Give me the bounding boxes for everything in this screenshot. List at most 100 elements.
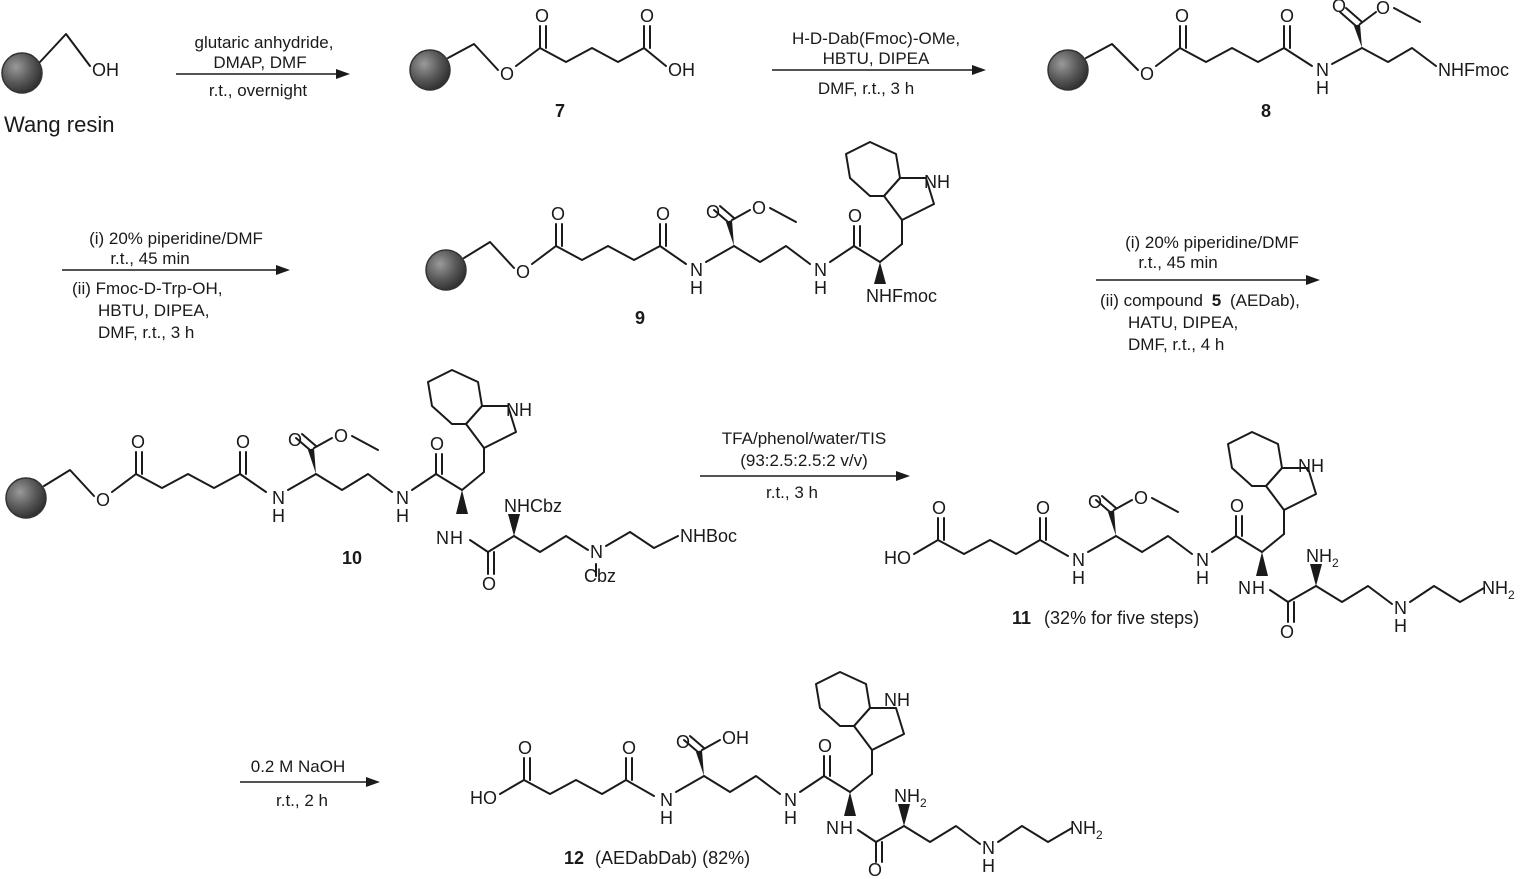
secondary-n-label: N: [1394, 598, 1407, 618]
indole-nh-label: NH: [1298, 456, 1324, 476]
amide2-n-label: N: [784, 790, 797, 810]
nhfmoc-label: NHFmoc: [866, 286, 937, 306]
dab-nh2-label: NH2: [1306, 546, 1339, 570]
amide-o-label: O: [1280, 6, 1294, 26]
trp-carbonyl-o-label: O: [848, 206, 862, 226]
resin-bead-icon: [425, 249, 467, 291]
carbonyl-o-label: O: [131, 432, 145, 452]
tertiary-n-label: N: [590, 542, 603, 562]
dab-nh2-subscript: 2: [920, 796, 927, 810]
reagent-step2-line1: H-D-Dab(Fmoc)-OMe,: [792, 29, 960, 48]
dab-carbonyl-o-label: O: [482, 574, 496, 594]
compound-11-structure: HO O O N H O O N H O N H NH: [884, 431, 1515, 642]
ester-o-label: O: [1140, 64, 1154, 84]
terminal-nh2-subscript: 2: [1508, 588, 1515, 602]
reagent-step5-line1: TFA/phenol/water/TIS: [722, 429, 886, 448]
reaction-arrow-6: 0.2 M NaOH r.t., 2 h: [240, 757, 380, 810]
reagent-step3-line2: r.t., 45 min: [110, 249, 189, 268]
amide-o-label: O: [656, 204, 670, 224]
resin-bead-icon: [1, 52, 43, 94]
trp-n-label: N: [1238, 578, 1251, 598]
hydroxyl-label: OH: [92, 60, 119, 80]
reagent-step5-line2: (93:2.5:2.5:2 v/v): [740, 451, 868, 470]
compound-9-structure: O O O N H O O N H O NHFmoc NH: [425, 141, 950, 306]
amide-h-label: H: [660, 808, 673, 828]
compound-12-caption: 12 (AEDabDab) (82%): [564, 848, 750, 868]
wang-resin-structure: OH: [1, 33, 119, 94]
compound-10-number: 10: [342, 548, 362, 568]
reagent-step1-line1: glutaric anhydride,: [195, 33, 334, 52]
trp-carbonyl-o-label: O: [1230, 496, 1244, 516]
trp-n-label: N: [436, 528, 449, 548]
trp-h-label: H: [840, 818, 853, 838]
conditions-step5: r.t., 3 h: [766, 483, 818, 502]
trp-n-label: N: [826, 818, 839, 838]
dab-nh2-subscript: 2: [1332, 556, 1339, 570]
secondary-h-label: H: [1394, 616, 1407, 636]
compound-9-number: 9: [635, 308, 645, 328]
resin-bead-icon: [1047, 49, 1089, 91]
compound-7-number: 7: [555, 101, 565, 121]
reagent-step4-line4: HATU, DIPEA,: [1128, 313, 1238, 332]
reagent-step4-line1: (i) 20% piperidine/DMF: [1125, 233, 1299, 252]
trp-carbonyl-o-label: O: [818, 736, 832, 756]
secondary-h-label: H: [982, 856, 995, 876]
indole-nh-label: NH: [924, 172, 950, 192]
cbz-label: Cbz: [584, 566, 616, 586]
terminal-nh2-label: NH2: [1070, 818, 1103, 842]
compound-10-structure: O O O N H O O N H O N H NH O: [5, 369, 737, 594]
methoxy-o-label: O: [752, 198, 766, 218]
reagent-step4-compound-number: 5: [1212, 291, 1221, 310]
indole-nh-label: NH: [506, 400, 532, 420]
compound-11-yield: (32% for five steps): [1044, 608, 1199, 628]
reagent-step4-compound-name: (AEDab),: [1230, 291, 1300, 310]
reaction-arrow-2: H-D-Dab(Fmoc)-OMe, HBTU, DIPEA DMF, r.t.…: [772, 29, 986, 98]
reagent-step4-compound-text: (ii) compound: [1100, 291, 1203, 310]
compound-12-structure: HO O O N H O OH N H O N H NH O: [470, 671, 1103, 879]
terminal-nh2-text: NH: [1070, 818, 1096, 838]
dab-nh2-label: NH2: [894, 786, 927, 810]
reagent-step3-line1: (i) 20% piperidine/DMF: [89, 229, 263, 248]
amide-h-label: H: [272, 506, 285, 526]
ester-carbonyl-o-label: O: [1332, 0, 1346, 16]
carbonyl-o-label: O: [1175, 6, 1189, 26]
reaction-arrow-4: (i) 20% piperidine/DMF r.t., 45 min (ii)…: [1096, 233, 1320, 354]
methoxy-o-label: O: [1376, 0, 1390, 18]
compound-11-number: 11: [1012, 608, 1031, 628]
amide-h-label: H: [1316, 78, 1329, 98]
trp-carbonyl-o-label: O: [430, 434, 444, 454]
reagent-step3-line5: DMF, r.t., 3 h: [98, 323, 194, 342]
amide-h-label: H: [690, 278, 703, 298]
compound-8-structure: O O O N H O O NHFmoc: [1047, 0, 1509, 98]
amide-n-label: N: [1316, 60, 1329, 80]
reagent-step6-line1: 0.2 M NaOH: [251, 757, 345, 776]
amide-o-label: O: [1036, 498, 1050, 518]
ester-o-label: O: [516, 262, 530, 282]
indole-nh-label: NH: [884, 690, 910, 710]
reagent-step2-line2: HBTU, DIPEA: [823, 49, 930, 68]
resin-bead-icon: [5, 477, 47, 519]
acid-carbonyl-o-label: O: [932, 498, 946, 518]
amide-o-label: O: [236, 432, 250, 452]
trp-h-label: H: [1252, 578, 1265, 598]
amide-n-label: N: [690, 260, 703, 280]
ester-carbonyl-o-label: O: [1088, 492, 1102, 512]
reagent-step4-line2: r.t., 45 min: [1138, 253, 1217, 272]
amide-h-label: H: [1072, 568, 1085, 588]
conditions-step6: r.t., 2 h: [276, 791, 328, 810]
reaction-arrow-5: TFA/phenol/water/TIS (93:2.5:2.5:2 v/v) …: [700, 429, 910, 502]
dab-nh2-text: NH: [894, 786, 920, 806]
trp-h-label: H: [450, 528, 463, 548]
compound-12-name-yield: (AEDabDab) (82%): [595, 848, 750, 868]
amide-n-label: N: [272, 488, 285, 508]
reagent-step4-line3: (ii) compound 5 (AEDab),: [1100, 291, 1300, 310]
ester-o-label: O: [96, 490, 110, 510]
nhfmoc-label: NHFmoc: [1438, 60, 1509, 80]
amide-o-label: O: [622, 738, 636, 758]
reaction-arrow-1: glutaric anhydride, DMAP, DMF r.t., over…: [176, 33, 350, 100]
ester-carbonyl-o-label: O: [706, 202, 720, 222]
acid-carbonyl-o-label: O: [518, 738, 532, 758]
conditions-step2: DMF, r.t., 3 h: [818, 79, 914, 98]
